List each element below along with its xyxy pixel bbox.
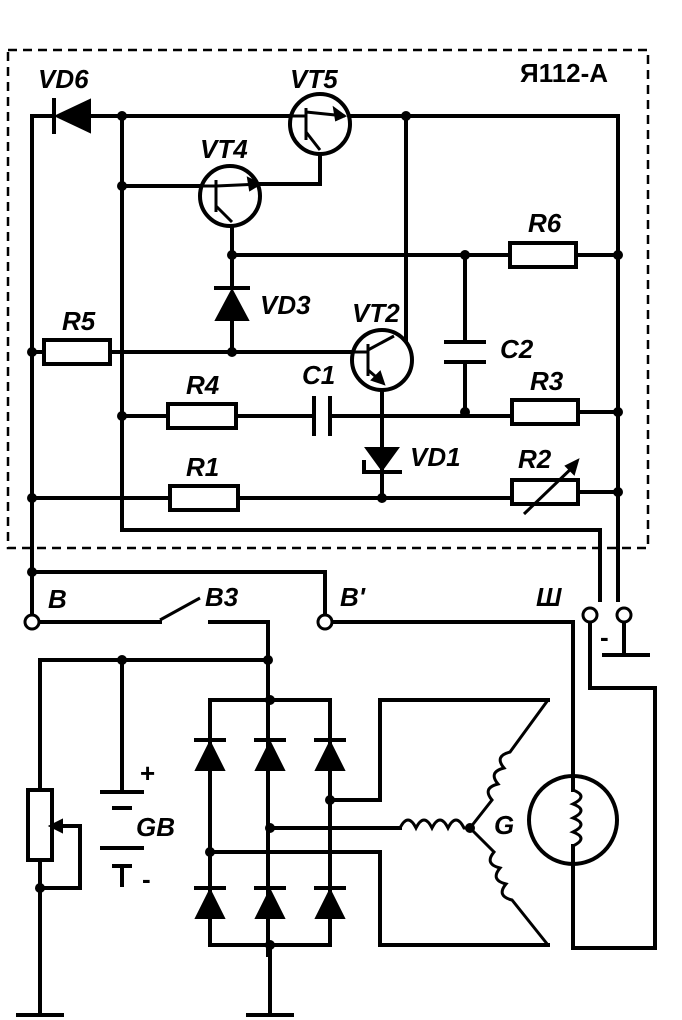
battery-plus-label: +: [140, 758, 155, 788]
c2-label: C2: [500, 334, 534, 364]
vt4-label: VT4: [200, 134, 248, 164]
vt5-label: VT5: [290, 64, 338, 94]
junction-dots: [27, 111, 623, 577]
terminal-minus[interactable]: [615, 606, 633, 624]
r5-label: R5: [62, 306, 96, 336]
bridge-diode-bottom-2: [254, 886, 286, 919]
r2-label: R2: [518, 444, 552, 474]
terminal-sh[interactable]: [581, 606, 599, 624]
vd1-zener: [362, 447, 402, 474]
bridge-diode-top-3: [314, 738, 346, 771]
switch-b3-label: B3: [205, 582, 239, 612]
vt2-label: VT2: [352, 298, 400, 328]
bridge-diode-bottom-1: [194, 886, 226, 919]
c1-capacitor: [312, 396, 332, 436]
r4-label: R4: [186, 370, 220, 400]
vd3-diode: [214, 286, 250, 321]
battery-label: GB: [136, 812, 175, 842]
vt4-transistor: [198, 164, 263, 228]
r1-resistor: [168, 484, 240, 512]
vt2-transistor: [350, 328, 414, 392]
bridge-diode-top-1: [194, 738, 226, 771]
terminal-minus-label: -: [600, 622, 609, 652]
r1-label: R1: [186, 452, 219, 482]
potentiometer: [26, 788, 63, 862]
r3-resistor: [510, 398, 580, 426]
terminal-b-label: B: [48, 584, 67, 614]
c2-capacitor: [444, 340, 486, 364]
r6-label: R6: [528, 208, 562, 238]
generator-label: G: [494, 810, 514, 840]
r3-label: R3: [530, 366, 564, 396]
r2-variable-resistor: [510, 458, 580, 516]
module-name: Я112-А: [520, 58, 608, 88]
terminals: [23, 606, 633, 631]
module-boundary: [6, 48, 650, 550]
terminal-sh-label: Ш: [536, 582, 562, 612]
battery-gb: [100, 790, 144, 868]
terminal-b-prime[interactable]: [316, 613, 334, 631]
bridge-diode-bottom-3: [314, 886, 346, 919]
bridge-junctions: [35, 655, 335, 950]
stator-windings: [398, 699, 550, 946]
bridge-diode-top-2: [254, 738, 286, 771]
vd6-diode: [52, 98, 91, 134]
r6-resistor: [508, 241, 578, 269]
c1-label: C1: [302, 360, 335, 390]
vd3-label: VD3: [260, 290, 311, 320]
external-wiring: [16, 496, 657, 1017]
vt5-transistor: [288, 92, 352, 156]
rotor-field: [527, 774, 619, 866]
vd1-label: VD1: [410, 442, 461, 472]
terminal-b-prime-label: B': [340, 582, 366, 612]
r4-resistor: [166, 402, 238, 430]
battery-minus-label: -: [142, 864, 151, 894]
r5-resistor: [42, 338, 112, 366]
terminal-b[interactable]: [23, 613, 41, 631]
vd6-label: VD6: [38, 64, 89, 94]
bridge-diodes: [194, 738, 346, 919]
